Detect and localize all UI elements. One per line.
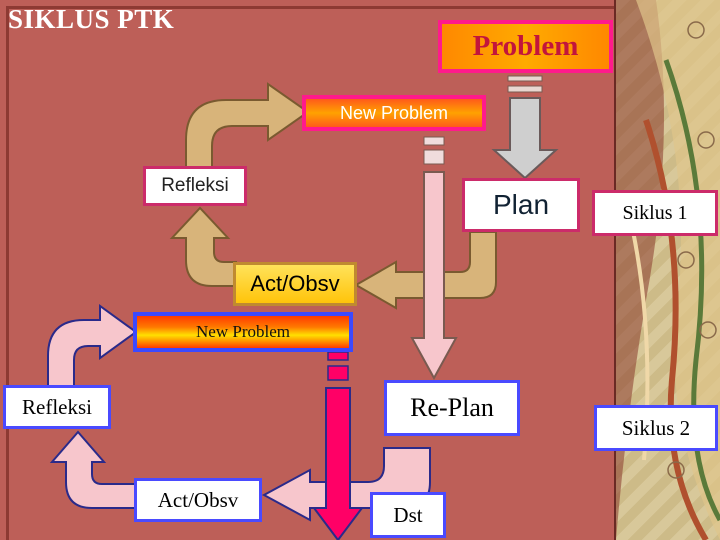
- arrow-plan-to-actobsv-1: [353, 231, 497, 310]
- arrow-refleksi-to-newproblem-2: [47, 304, 138, 387]
- arrow-newproblem-to-dst: [312, 387, 364, 540]
- arrow-newproblem-to-replan: [410, 171, 458, 381]
- plan-box: Plan: [462, 178, 580, 232]
- new-problem-box-1: New Problem: [302, 95, 486, 131]
- siklus-1-label: Siklus 1: [592, 190, 718, 236]
- arrow-problem-to-plan: [491, 97, 559, 180]
- arrow-actobsv-to-refleksi-1: [169, 206, 237, 287]
- act-obsv-box-1: Act/Obsv: [233, 262, 357, 306]
- act-obsv-box-2: Act/Obsv: [134, 478, 262, 522]
- slide-title: SIKLUS PTK: [8, 4, 175, 34]
- arrow-actobsv-to-refleksi-2: [49, 430, 139, 509]
- arrow-refleksi-to-newproblem-1: [185, 82, 310, 169]
- siklus-2-label: Siklus 2: [594, 405, 718, 451]
- problem-box: Problem: [438, 20, 613, 73]
- new-problem-box-2: New Problem: [133, 312, 353, 352]
- replan-box: Re-Plan: [384, 380, 520, 436]
- refleksi-box-2: Refleksi: [3, 385, 111, 429]
- refleksi-box-1: Refleksi: [143, 166, 247, 206]
- dst-box: Dst: [370, 492, 446, 538]
